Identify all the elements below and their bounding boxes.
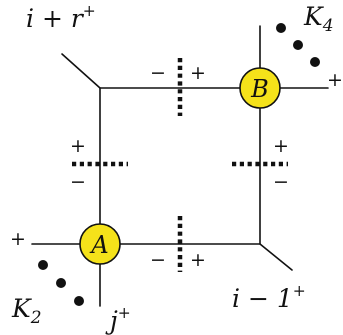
label-bottom-right-base: i − 1: [232, 284, 293, 313]
label-bottom-left-sub: 2: [30, 307, 42, 328]
label-top-right-sub: 4: [322, 15, 334, 36]
vertex-a: [79, 223, 121, 265]
label-bottom-center-base: j: [110, 306, 118, 335]
vertex-a-label: A: [89, 231, 108, 259]
label-top-right: K4: [304, 2, 334, 34]
label-bottom-center-sup: +: [117, 303, 131, 322]
sign-top-cut-right: +: [190, 62, 206, 84]
label-top-right-base: K: [304, 2, 323, 31]
label-bottom-left: K2: [12, 294, 42, 326]
dot-k4-2: [293, 40, 303, 50]
label-top-left-sup: +: [82, 1, 96, 20]
sign-right-cut-top: +: [273, 135, 289, 157]
sign-vertex-b-right: +: [327, 69, 343, 91]
dot-k2-3: [74, 296, 84, 306]
sign-bottom-cut-left: −: [150, 249, 166, 271]
vertex-b: [239, 67, 281, 109]
label-top-left-base: i + r: [26, 4, 83, 33]
label-bottom-center: j+: [110, 305, 131, 335]
leg-top-left: [61, 53, 101, 89]
dot-k2-2: [56, 278, 66, 288]
sign-right-cut-bottom: −: [273, 171, 289, 193]
vertex-b-label: B: [250, 75, 269, 103]
sign-left-cut-top: +: [70, 135, 86, 157]
sign-vertex-a-left: +: [10, 228, 26, 250]
label-top-left: i + r+: [26, 3, 96, 33]
dot-k2-1: [38, 260, 48, 270]
label-bottom-left-base: K: [12, 294, 31, 323]
label-bottom-right-sup: +: [292, 281, 306, 300]
dot-k4-1: [276, 23, 286, 33]
dot-k4-3: [310, 57, 320, 67]
sign-top-cut-left: −: [150, 62, 166, 84]
sign-left-cut-bottom: −: [70, 171, 86, 193]
label-bottom-right: i − 1+: [232, 283, 306, 313]
leg-bottom-right: [259, 243, 293, 271]
sign-bottom-cut-right: +: [190, 249, 206, 271]
